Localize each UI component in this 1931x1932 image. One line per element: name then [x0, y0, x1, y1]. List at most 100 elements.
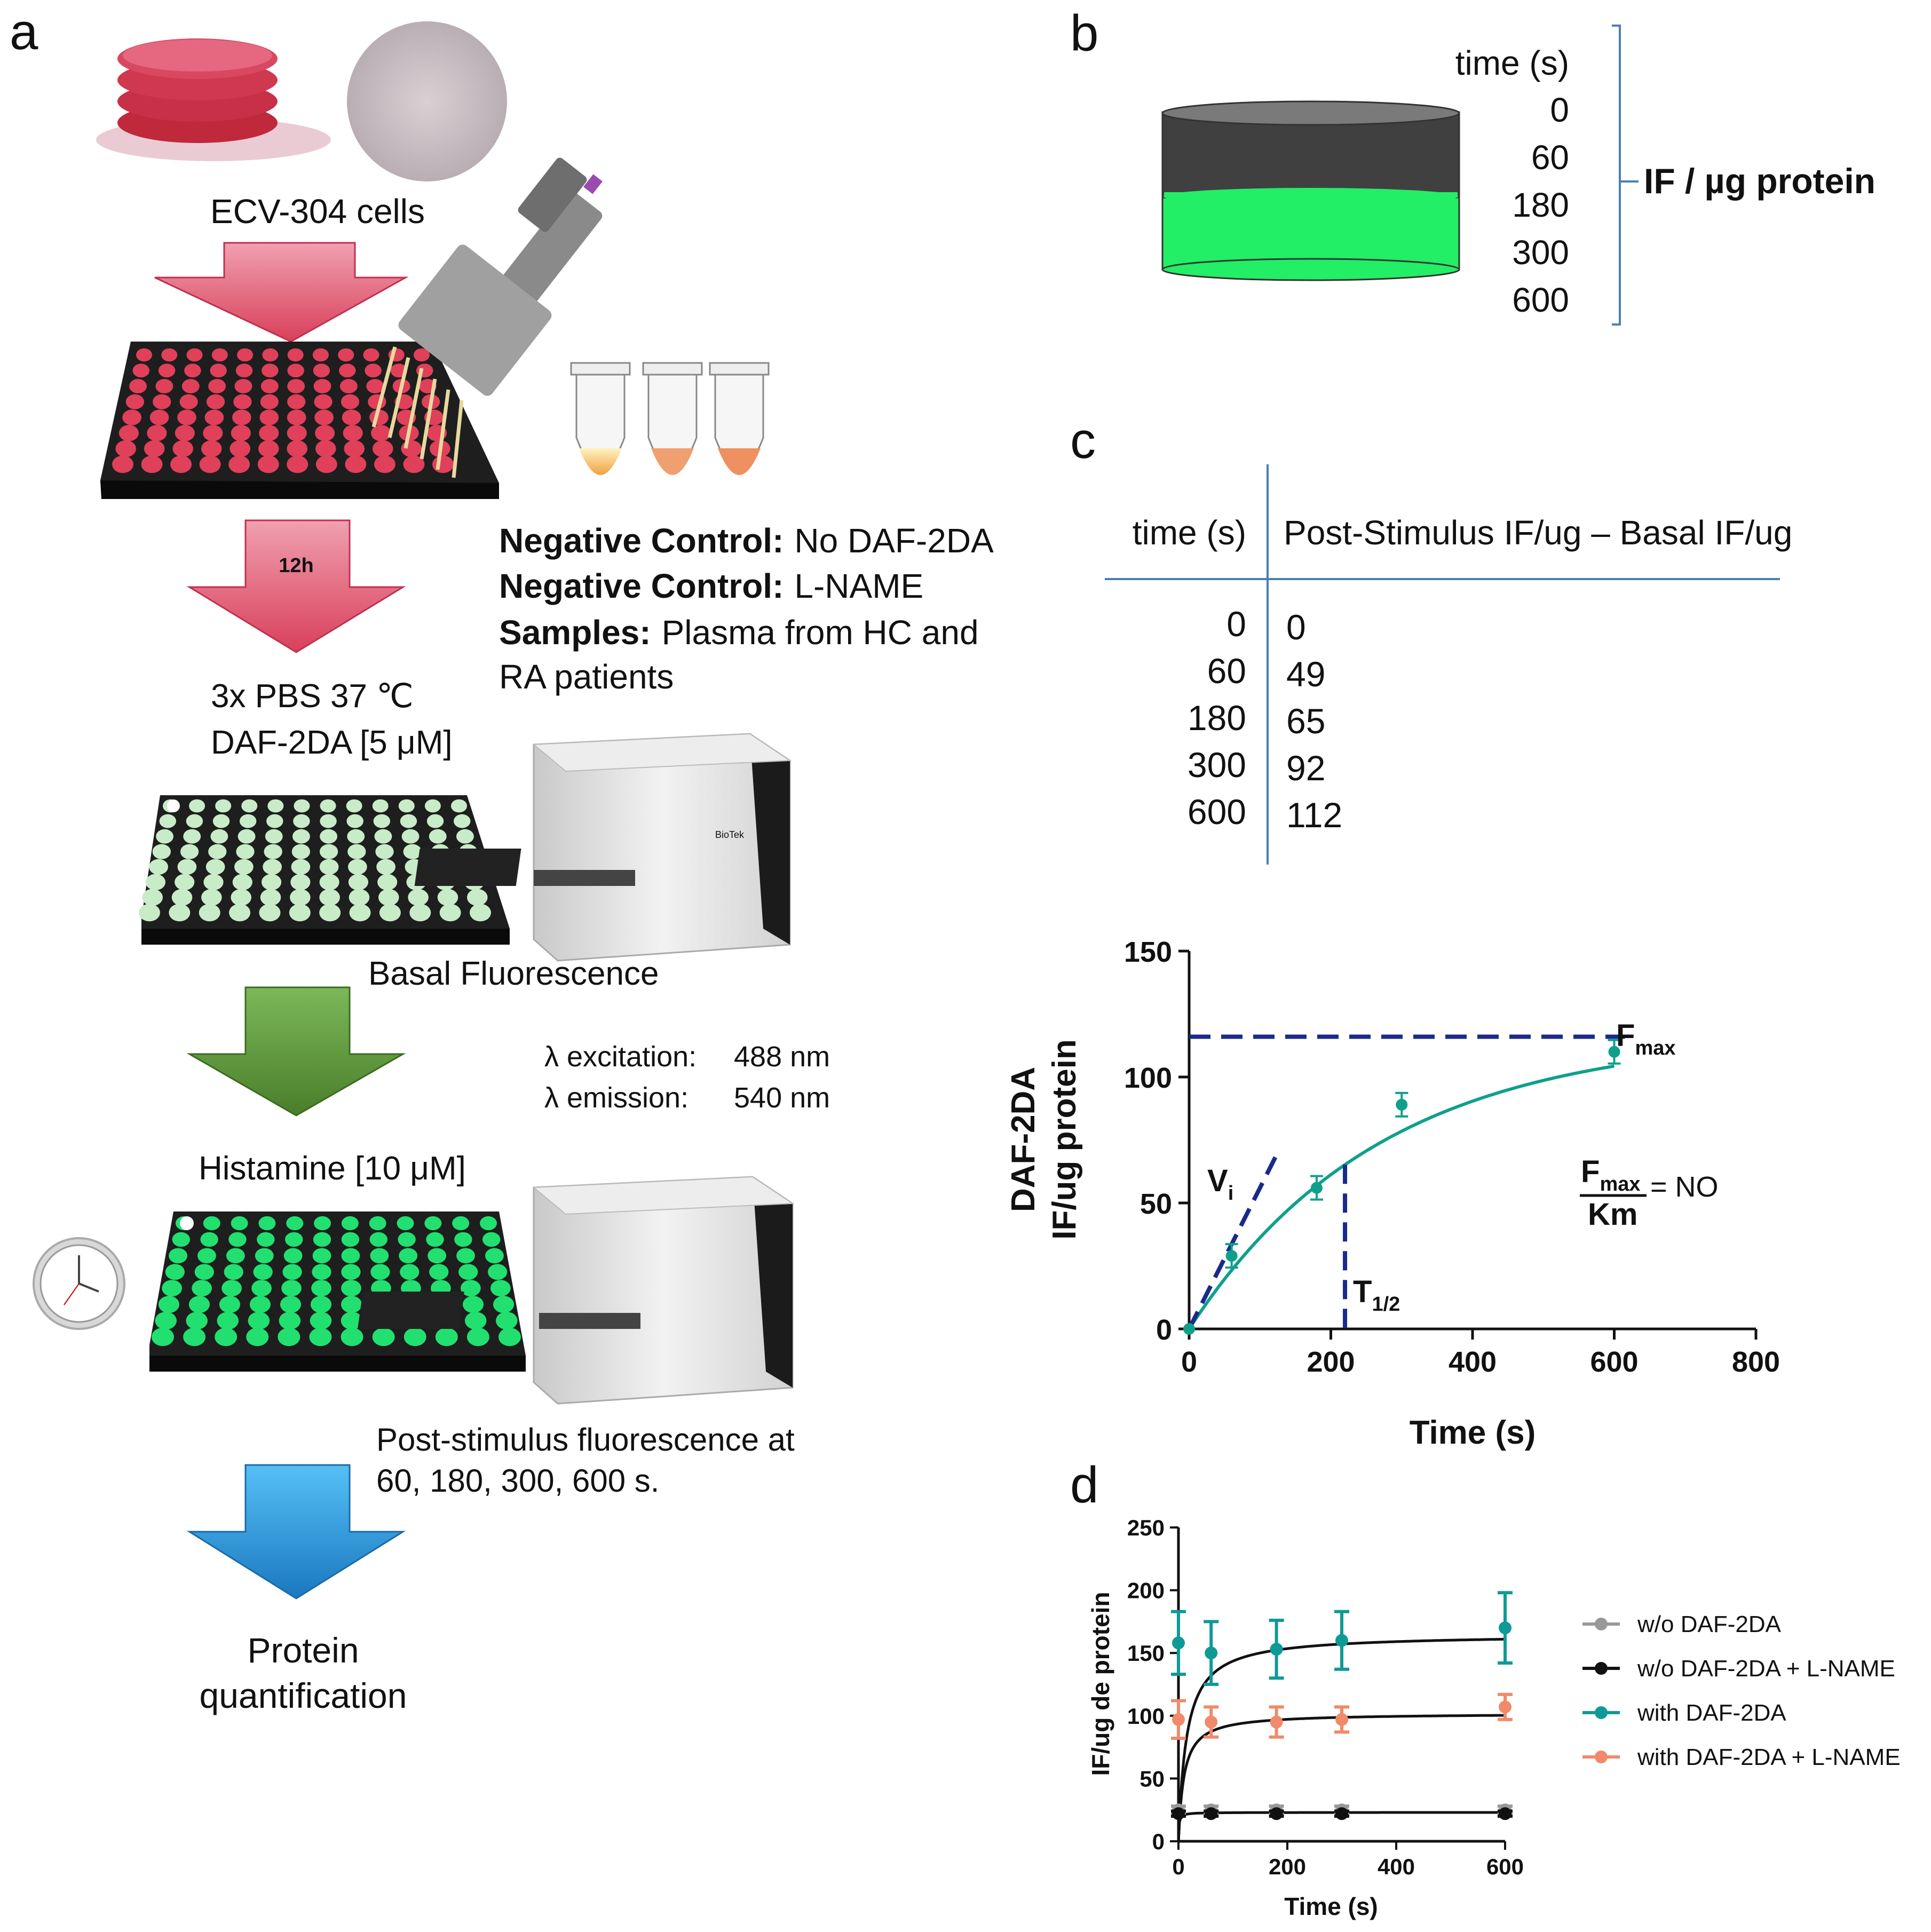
well: [400, 814, 417, 828]
well: [215, 799, 232, 813]
well: [235, 363, 253, 378]
well: [186, 348, 203, 362]
y-tick-label: 150: [1127, 1641, 1165, 1666]
well: [373, 814, 391, 828]
well: [282, 1264, 302, 1280]
well: [280, 1296, 302, 1313]
well: [371, 425, 391, 441]
flow-arrow-1: [154, 242, 409, 343]
table-row-value: 65: [1286, 701, 1325, 741]
well: [237, 348, 254, 362]
well: [208, 379, 226, 394]
well: [312, 1264, 331, 1280]
panel-c-table: time (s) Post-Stimulus IF/ug – Basal IF/…: [1105, 464, 1792, 865]
well: [338, 348, 354, 362]
well: [169, 1248, 188, 1264]
well: [180, 844, 199, 859]
well: [439, 904, 461, 922]
well: [349, 889, 370, 906]
well: [346, 799, 362, 813]
panel-a: a ECV-304 cells: [10, 3, 994, 1715]
well: [162, 1280, 182, 1297]
red-96-well-plate: [100, 342, 499, 499]
well: [158, 363, 176, 378]
protein-line-2: quantification: [200, 1676, 407, 1715]
well: [279, 1311, 301, 1330]
thalf-subscript: 1/2: [1372, 1293, 1400, 1316]
well: [158, 1296, 179, 1313]
x-tick-label: 200: [1269, 1854, 1306, 1879]
data-point: [1183, 1323, 1195, 1335]
well: [291, 844, 311, 859]
flow-arrow-12h: [186, 519, 406, 653]
pbs-line-1: 3x PBS 37 ℃: [211, 678, 414, 715]
well: [221, 1280, 242, 1297]
well: [236, 844, 255, 859]
well: [181, 379, 200, 394]
well: [399, 1248, 418, 1264]
arrow-12h-label: 12h: [279, 555, 313, 577]
well: [290, 889, 311, 906]
well: [467, 889, 488, 906]
well: [197, 1248, 216, 1264]
x-tick-label: 0: [1172, 1854, 1184, 1879]
well: [149, 859, 168, 875]
well: [118, 425, 139, 441]
neg-ctrl-2-bold: Negative Control:: [499, 567, 784, 605]
well: [248, 1311, 270, 1330]
y-axis-label-line1: DAF-2DA: [1005, 1067, 1042, 1212]
well: [152, 1327, 174, 1347]
ratio-denominator: Km: [1588, 1197, 1637, 1232]
well: [172, 1232, 190, 1247]
well: [286, 1216, 304, 1231]
well: [287, 394, 306, 409]
data-point: [1396, 1098, 1408, 1111]
well: [347, 829, 365, 844]
well: [401, 829, 420, 844]
well: [372, 440, 393, 457]
data-point: [1335, 1634, 1348, 1647]
y-tick-label: 0: [1152, 1829, 1165, 1854]
x-tick-label: 600: [1590, 1346, 1638, 1378]
well: [189, 799, 205, 813]
sample-tubes-image: [570, 362, 770, 475]
well: [464, 1311, 487, 1330]
legend-label: w/o DAF-2DA: [1637, 1611, 1782, 1637]
well: [466, 1327, 489, 1347]
panel-c-letter: c: [1070, 412, 1096, 469]
well: [480, 1216, 497, 1231]
well: [206, 394, 225, 409]
well: [319, 844, 338, 859]
vi-subscript: i: [1228, 1182, 1234, 1205]
panel-b-time-60: 60: [1531, 138, 1569, 177]
x-tick-label: 0: [1181, 1346, 1197, 1378]
well: [228, 455, 250, 473]
flow-arrow-3: [186, 986, 406, 1117]
well: [141, 455, 163, 473]
clock-icon: [33, 1237, 125, 1330]
well: [204, 409, 224, 425]
well: [183, 1327, 206, 1347]
fmax-subscript: max: [1635, 1037, 1675, 1059]
x-tick-label: 800: [1732, 1346, 1780, 1378]
svg-text:Negative Control:No DAF-2DA: Negative Control:No DAF-2DA: [499, 521, 994, 560]
well: [374, 455, 395, 473]
well: [260, 394, 279, 409]
well: [312, 1248, 331, 1264]
well: [155, 379, 173, 394]
well: [341, 1296, 362, 1313]
well: [267, 799, 284, 813]
well: [366, 379, 384, 394]
data-point: [1310, 1182, 1323, 1194]
well: [287, 348, 304, 362]
table-row-value: 92: [1286, 748, 1325, 788]
well: [175, 874, 195, 891]
well: [291, 859, 311, 875]
emission-label: λ emission:: [544, 1082, 688, 1114]
data-point: [1270, 1715, 1283, 1729]
samples-text-2: RA patients: [499, 658, 674, 696]
well: [398, 1232, 416, 1247]
